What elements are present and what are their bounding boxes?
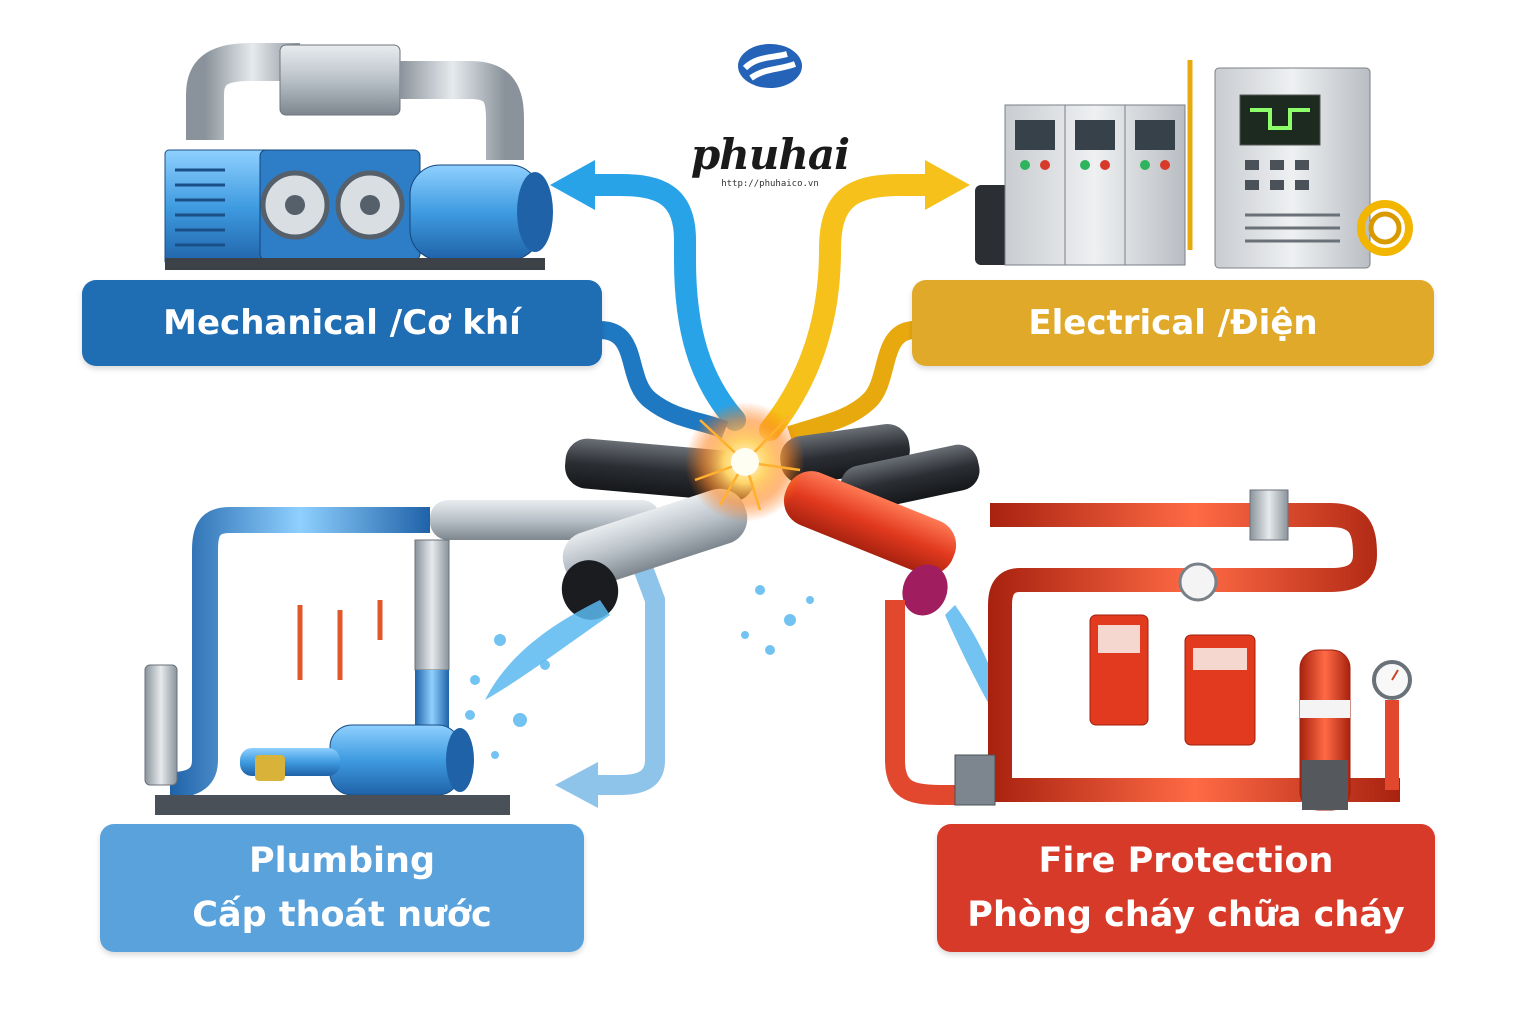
fire-protection-system-illustration xyxy=(885,489,1412,811)
logo-url: http://phuhaico.vn xyxy=(721,179,819,189)
phuhai-logo: phuhai http://phuhaico.vn xyxy=(690,40,850,189)
arrow-to-mechanical xyxy=(550,160,746,439)
fire-label-vi: Phòng cháy chữa cháy xyxy=(967,895,1405,935)
phuhai-logo-mark-icon xyxy=(738,44,802,88)
logo-wordmark: phuhai xyxy=(690,130,850,179)
mechanical-label: Mechanical /Cơ khí xyxy=(163,303,521,343)
plumbing-pump-illustration xyxy=(144,507,510,815)
plumbing-label-vi: Cấp thoát nước xyxy=(192,895,492,935)
electrical-label: Electrical /Điện xyxy=(1028,303,1318,343)
mechanical-equipment-illustration xyxy=(164,43,553,270)
fire-label-en: Fire Protection xyxy=(1038,841,1334,881)
fire-label-box: Fire Protection Phòng cháy chữa cháy xyxy=(937,824,1435,952)
plumbing-label-en: Plumbing xyxy=(248,841,436,881)
arrow-to-plumbing xyxy=(555,550,665,808)
plumbing-label-box: Plumbing Cấp thoát nước xyxy=(100,824,584,952)
arrow-to-electrical xyxy=(759,160,970,444)
mechanical-label-box: Mechanical /Cơ khí xyxy=(82,280,602,366)
welding-spark-icon xyxy=(685,402,805,522)
pipe-junction-illustration xyxy=(430,424,980,620)
electrical-panel-illustration xyxy=(975,60,1413,269)
electrical-label-box: Electrical /Điện xyxy=(912,280,1434,366)
